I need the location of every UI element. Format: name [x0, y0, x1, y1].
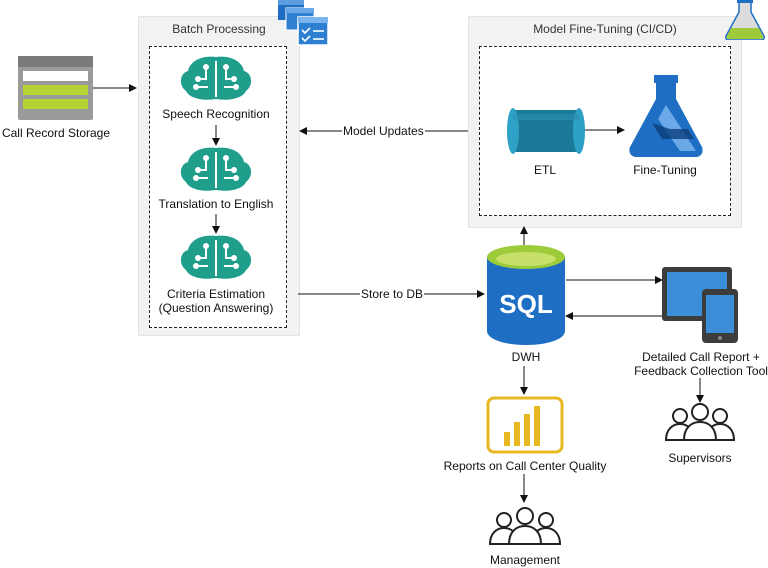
call-record-storage-label: Call Record Storage	[1, 126, 111, 140]
sql-text: SQL	[499, 289, 553, 319]
storage-icon	[18, 56, 93, 120]
fine-tuning-panel: Model Fine-Tuning (CI/CD)	[468, 16, 742, 228]
speech-recognition-label: Speech Recognition	[162, 107, 270, 121]
ml-triangle-icon	[629, 75, 703, 157]
fine-tuning-panel-title: Model Fine-Tuning (CI/CD)	[533, 22, 677, 36]
people-icon	[488, 507, 562, 545]
translation-label: Translation to English	[158, 197, 274, 211]
database-icon: SQL	[487, 245, 565, 345]
powerbi-label: Reports on Call Center Quality	[443, 459, 607, 473]
flask-icon	[725, 0, 765, 40]
brain-icon	[180, 147, 252, 191]
brain-icon	[180, 235, 252, 279]
batch-processing-title: Batch Processing	[172, 22, 266, 36]
devices-icon	[662, 267, 738, 343]
criteria-estimation-label: Criteria Estimation (Question Answering)	[158, 287, 274, 315]
people-icon	[664, 403, 736, 441]
store-to-db-label: Store to DB	[360, 287, 425, 301]
management-label: Management	[489, 553, 561, 567]
brain-icon	[180, 56, 252, 100]
checklist-icon	[278, 0, 329, 46]
fine-tuning-label: Fine-Tuning	[633, 163, 697, 177]
powerbi-icon	[486, 396, 564, 454]
pipe-icon	[507, 108, 585, 154]
etl-label: ETL	[533, 163, 556, 177]
supervisors-label: Supervisors	[668, 451, 732, 465]
model-updates-label: Model Updates	[342, 124, 425, 138]
dwh-label: DWH	[511, 350, 541, 364]
report-tool-label: Detailed Call Report + Feedback Collecti…	[634, 350, 768, 378]
